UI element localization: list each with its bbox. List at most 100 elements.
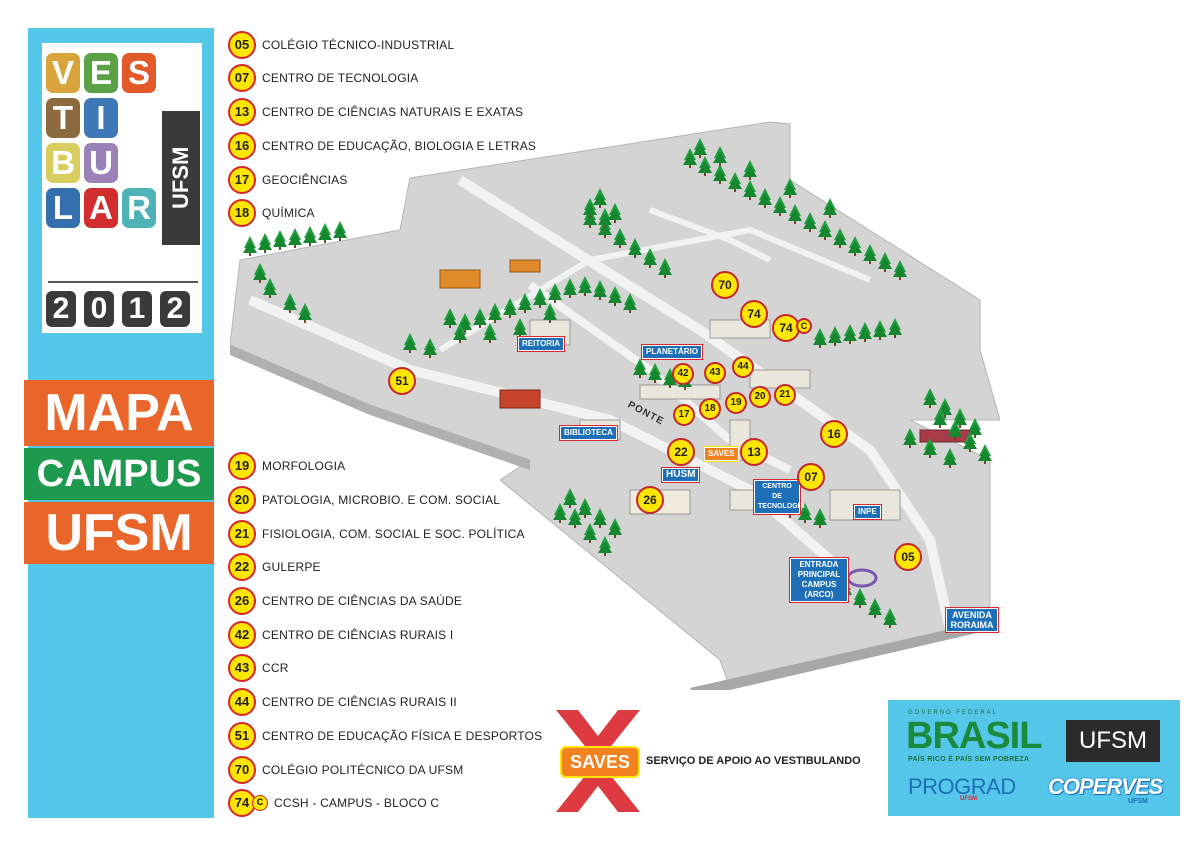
legend-badge: 43	[228, 654, 256, 682]
reitoria-label: REITORIA	[516, 336, 566, 352]
legend-label: CENTRO DE EDUCAÇÃO, BIOLOGIA E LETRAS	[262, 139, 537, 153]
legend-badge: 51	[228, 722, 256, 750]
legend-badge: 70	[228, 756, 256, 784]
tile-a: A	[84, 188, 118, 228]
year-divider	[48, 281, 198, 283]
legend-label: CENTRO DE CIÊNCIAS NATURAIS E EXATAS	[262, 105, 524, 119]
map-pin-20[interactable]: 20	[749, 386, 771, 408]
legend-badge: 44	[228, 688, 256, 716]
legend-badge-suffix: C	[252, 795, 268, 811]
legend-badge: 42	[228, 621, 256, 649]
ufsm-heading: UFSM	[24, 502, 214, 564]
legend-badge: 16	[228, 132, 256, 160]
tile-e: E	[84, 53, 118, 93]
avenida-roraima-label: AVENIDA RORAIMA	[945, 607, 999, 633]
saves-map-label: SAVES	[703, 446, 740, 462]
prograd-logo: PROGRAD	[908, 774, 1016, 799]
inpe-label: INPE	[853, 504, 882, 520]
year-digit-2: 0	[84, 291, 114, 327]
brasil-logo: BRASIL	[906, 715, 1042, 757]
legend-item-44: 44 CENTRO DE CIÊNCIAS RURAIS II	[228, 688, 457, 716]
map-pin-43[interactable]: 43	[704, 362, 726, 384]
map-pin-74c[interactable]: 74	[772, 314, 800, 342]
legend-item-51: 51 CENTRO DE EDUCAÇÃO FÍSICA E DESPORTOS	[228, 722, 542, 750]
map-pin-13[interactable]: 13	[740, 438, 768, 466]
legend-item-13: 13 CENTRO DE CIÊNCIAS NATURAIS E EXATAS	[228, 98, 523, 126]
map-pin-26[interactable]: 26	[636, 486, 664, 514]
coperves-logo: COPERVES	[1048, 774, 1163, 799]
year-digit-1: 2	[46, 291, 76, 327]
legend-label: CCSH - CAMPUS - BLOCO C	[274, 796, 440, 810]
brasil-slogan: PAÍS RICO É PAÍS SEM POBREZA	[908, 756, 1030, 763]
map-pin-42[interactable]: 42	[672, 363, 694, 385]
saves-arrows-icon	[556, 710, 640, 812]
tile-t: T	[46, 98, 80, 138]
map-pin-05[interactable]: 05	[894, 543, 922, 571]
map-pin-70[interactable]: 70	[711, 271, 739, 299]
legend-item-18: 18 QUÍMICA	[228, 199, 315, 227]
legend-badge: 05	[228, 31, 256, 59]
map-pin-44[interactable]: 44	[732, 356, 754, 378]
coperves-sub: UFSM	[1128, 798, 1148, 805]
tile-b: B	[46, 143, 80, 183]
saves-description: SERVIÇO DE APOIO AO VESTIBULANDO	[646, 755, 861, 767]
tile-l: L	[46, 188, 80, 228]
map-pin-18[interactable]: 18	[699, 398, 721, 420]
legend-item-22: 22 GULERPE	[228, 553, 321, 581]
legend-label: COLÉGIO POLITÉCNICO DA UFSM	[262, 763, 464, 777]
centro-tecnologia-label: CENTRO DE TECNOLOGIA	[753, 479, 805, 515]
entrada-principal-label: ENTRADA PRINCIPAL CAMPUS (ARCO)	[789, 557, 849, 603]
planetario-label: PLANETÁRIO	[641, 344, 703, 360]
legend-badge: 18	[228, 199, 256, 227]
logos-panel: GOVERNO FEDERAL BRASIL PAÍS RICO É PAÍS …	[888, 700, 1180, 816]
campus-map: REITORIA PLANETÁRIO BIBLIOTECA HUSM SAVE…	[229, 120, 1001, 698]
legend-label: CENTRO DE EDUCAÇÃO FÍSICA E DESPORTOS	[262, 729, 543, 743]
legend-label: FISIOLOGIA, COM. SOCIAL E SOC. POLÍTICA	[262, 527, 525, 541]
tile-u: U	[84, 143, 118, 183]
legend-label: GEOCIÊNCIAS	[262, 173, 348, 187]
legend-badge: 13	[228, 98, 256, 126]
legend-item-26: 26 CENTRO DE CIÊNCIAS DA SAÚDE	[228, 587, 462, 615]
year-digit-4: 2	[160, 291, 190, 327]
map-pin-74c-suffix: C	[796, 318, 812, 334]
tile-r: R	[122, 188, 156, 228]
map-pin-74[interactable]: 74	[740, 300, 768, 328]
map-pin-51[interactable]: 51	[388, 367, 416, 395]
legend-item-16: 16 CENTRO DE EDUCAÇÃO, BIOLOGIA E LETRAS	[228, 132, 536, 160]
tile-i: I	[84, 98, 118, 138]
governo-federal-text: GOVERNO FEDERAL	[908, 710, 999, 716]
legend-label: MORFOLOGIA	[262, 459, 346, 473]
tile-v: V	[46, 53, 80, 93]
legend-item-21: 21 FISIOLOGIA, COM. SOCIAL E SOC. POLÍTIC…	[228, 520, 525, 548]
map-pin-21[interactable]: 21	[774, 384, 796, 406]
legend-badge: 20	[228, 486, 256, 514]
legend-badge: 26	[228, 587, 256, 615]
map-pin-17[interactable]: 17	[673, 404, 695, 426]
legend-item-19: 19 MORFOLOGIA	[228, 452, 345, 480]
legend-badge: 22	[228, 553, 256, 581]
ufsm-vertical-label: UFSM	[162, 111, 200, 245]
legend-label: CENTRO DE TECNOLOGIA	[262, 71, 419, 85]
saves-badge: SAVES	[560, 746, 640, 778]
map-pin-07[interactable]: 07	[797, 463, 825, 491]
year-digit-3: 1	[122, 291, 152, 327]
legend-label: CENTRO DE CIÊNCIAS RURAIS II	[262, 695, 457, 709]
legend-label: CENTRO DE CIÊNCIAS DA SAÚDE	[262, 594, 463, 608]
tile-s: S	[122, 53, 156, 93]
map-pin-19[interactable]: 19	[725, 392, 747, 414]
map-pin-16[interactable]: 16	[820, 420, 848, 448]
legend-badge: 19	[228, 452, 256, 480]
vestibular-banner: V E S T I B U L A R UFSM 2 0 1 2 MAPA CA…	[24, 28, 214, 818]
biblioteca-label: BIBLIOTECA	[559, 425, 618, 441]
map-pin-22[interactable]: 22	[667, 438, 695, 466]
legend-label: GULERPE	[262, 560, 321, 574]
legend-badge: 21	[228, 520, 256, 548]
legend-label: CCR	[262, 661, 289, 675]
legend-label: QUÍMICA	[262, 206, 315, 220]
vestibular-logo: V E S T I B U L A R UFSM 2 0 1 2	[42, 43, 202, 333]
